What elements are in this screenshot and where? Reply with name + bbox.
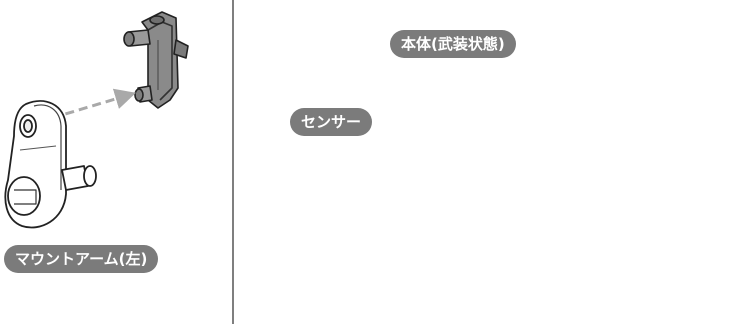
dashed-arrow-icon: [51, 88, 137, 120]
mount-arm-label: マウントアーム(左): [4, 245, 159, 273]
mount-arm-part-white: [4, 100, 97, 229]
body-label: 本体(武装状態): [390, 30, 516, 58]
sensor-label: センサー: [290, 108, 373, 136]
mount-arm-part-highlighted: [123, 11, 189, 109]
